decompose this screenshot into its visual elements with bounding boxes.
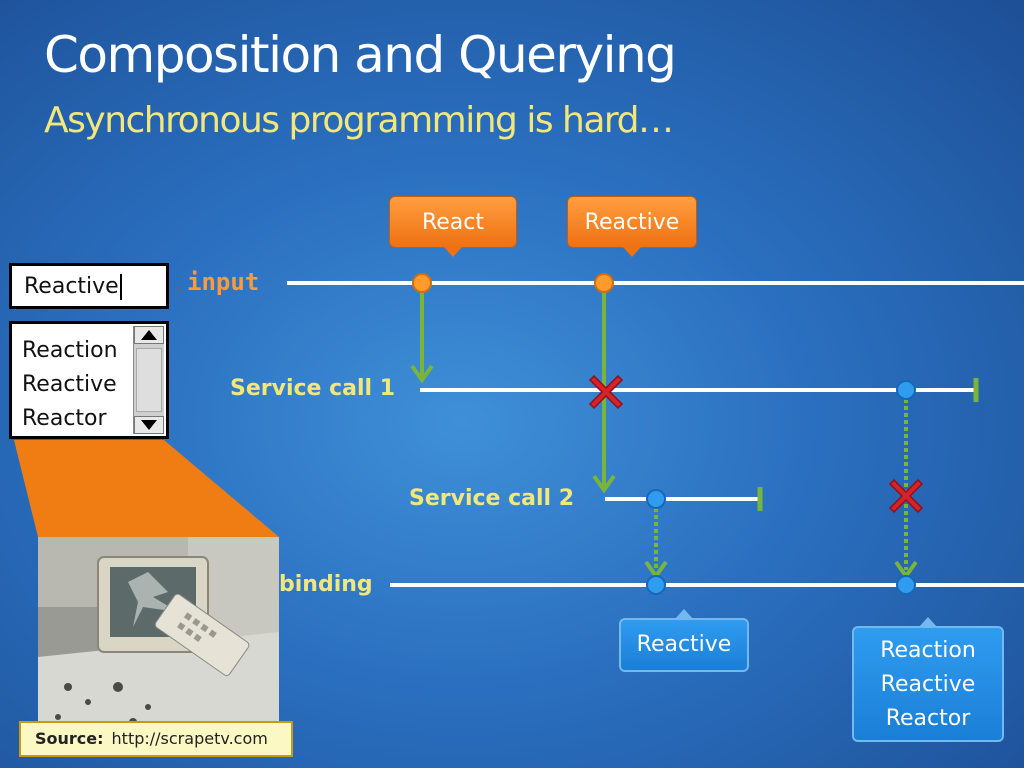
input-callout-react: React bbox=[389, 196, 517, 257]
source-url: http://scrapetv.com bbox=[111, 729, 268, 748]
input-stream-label: input bbox=[187, 268, 260, 296]
slide-subtitle: Asynchronous programming is hard… bbox=[44, 100, 674, 141]
scroll-down-arrow-icon[interactable] bbox=[134, 416, 164, 434]
service2-stream-label: Service call 2 bbox=[409, 486, 575, 511]
suggestion-listbox[interactable]: Reaction Reactive Reactor bbox=[9, 321, 169, 439]
listbox-scrollbar[interactable] bbox=[133, 326, 164, 434]
binding-stream-label: binding bbox=[279, 572, 373, 597]
search-textbox[interactable]: Reactive bbox=[9, 263, 169, 309]
service2-result-event bbox=[646, 489, 666, 509]
service1-result-event bbox=[896, 380, 916, 400]
binding-callout-reactive: Reactive bbox=[619, 609, 749, 672]
scroll-up-arrow-icon[interactable] bbox=[134, 326, 164, 344]
input-callout-reactive: Reactive bbox=[567, 196, 697, 257]
list-item[interactable]: Reactor bbox=[22, 406, 107, 431]
scroll-thumb[interactable] bbox=[136, 348, 162, 412]
input-event-reactive bbox=[594, 273, 614, 293]
callout-list-item: Reactive bbox=[880, 672, 976, 697]
binding-event-2 bbox=[896, 575, 916, 595]
slide-title: Composition and Querying bbox=[44, 26, 677, 84]
textbox-value: Reactive bbox=[24, 274, 119, 299]
list-item[interactable]: Reactive bbox=[22, 372, 117, 397]
smashed-computer-photo bbox=[38, 537, 279, 743]
arrow-service2-to-binding bbox=[644, 508, 668, 580]
cancel-x-icon bbox=[588, 374, 624, 410]
text-caret bbox=[119, 274, 122, 300]
input-event-react bbox=[412, 273, 432, 293]
arrow-react-to-service1 bbox=[410, 292, 434, 384]
callout-list-item: Reaction bbox=[880, 638, 976, 663]
service1-stream-label: Service call 1 bbox=[230, 376, 396, 401]
callout-list-item: Reactor bbox=[885, 706, 971, 731]
cancel-x-icon bbox=[888, 478, 924, 514]
source-citation: Source: http://scrapetv.com bbox=[19, 721, 293, 757]
binding-callout-list: Reaction Reactive Reactor bbox=[852, 617, 1004, 742]
list-item[interactable]: Reaction bbox=[22, 338, 118, 363]
source-label: Source: bbox=[35, 729, 104, 748]
binding-event-1 bbox=[646, 575, 666, 595]
